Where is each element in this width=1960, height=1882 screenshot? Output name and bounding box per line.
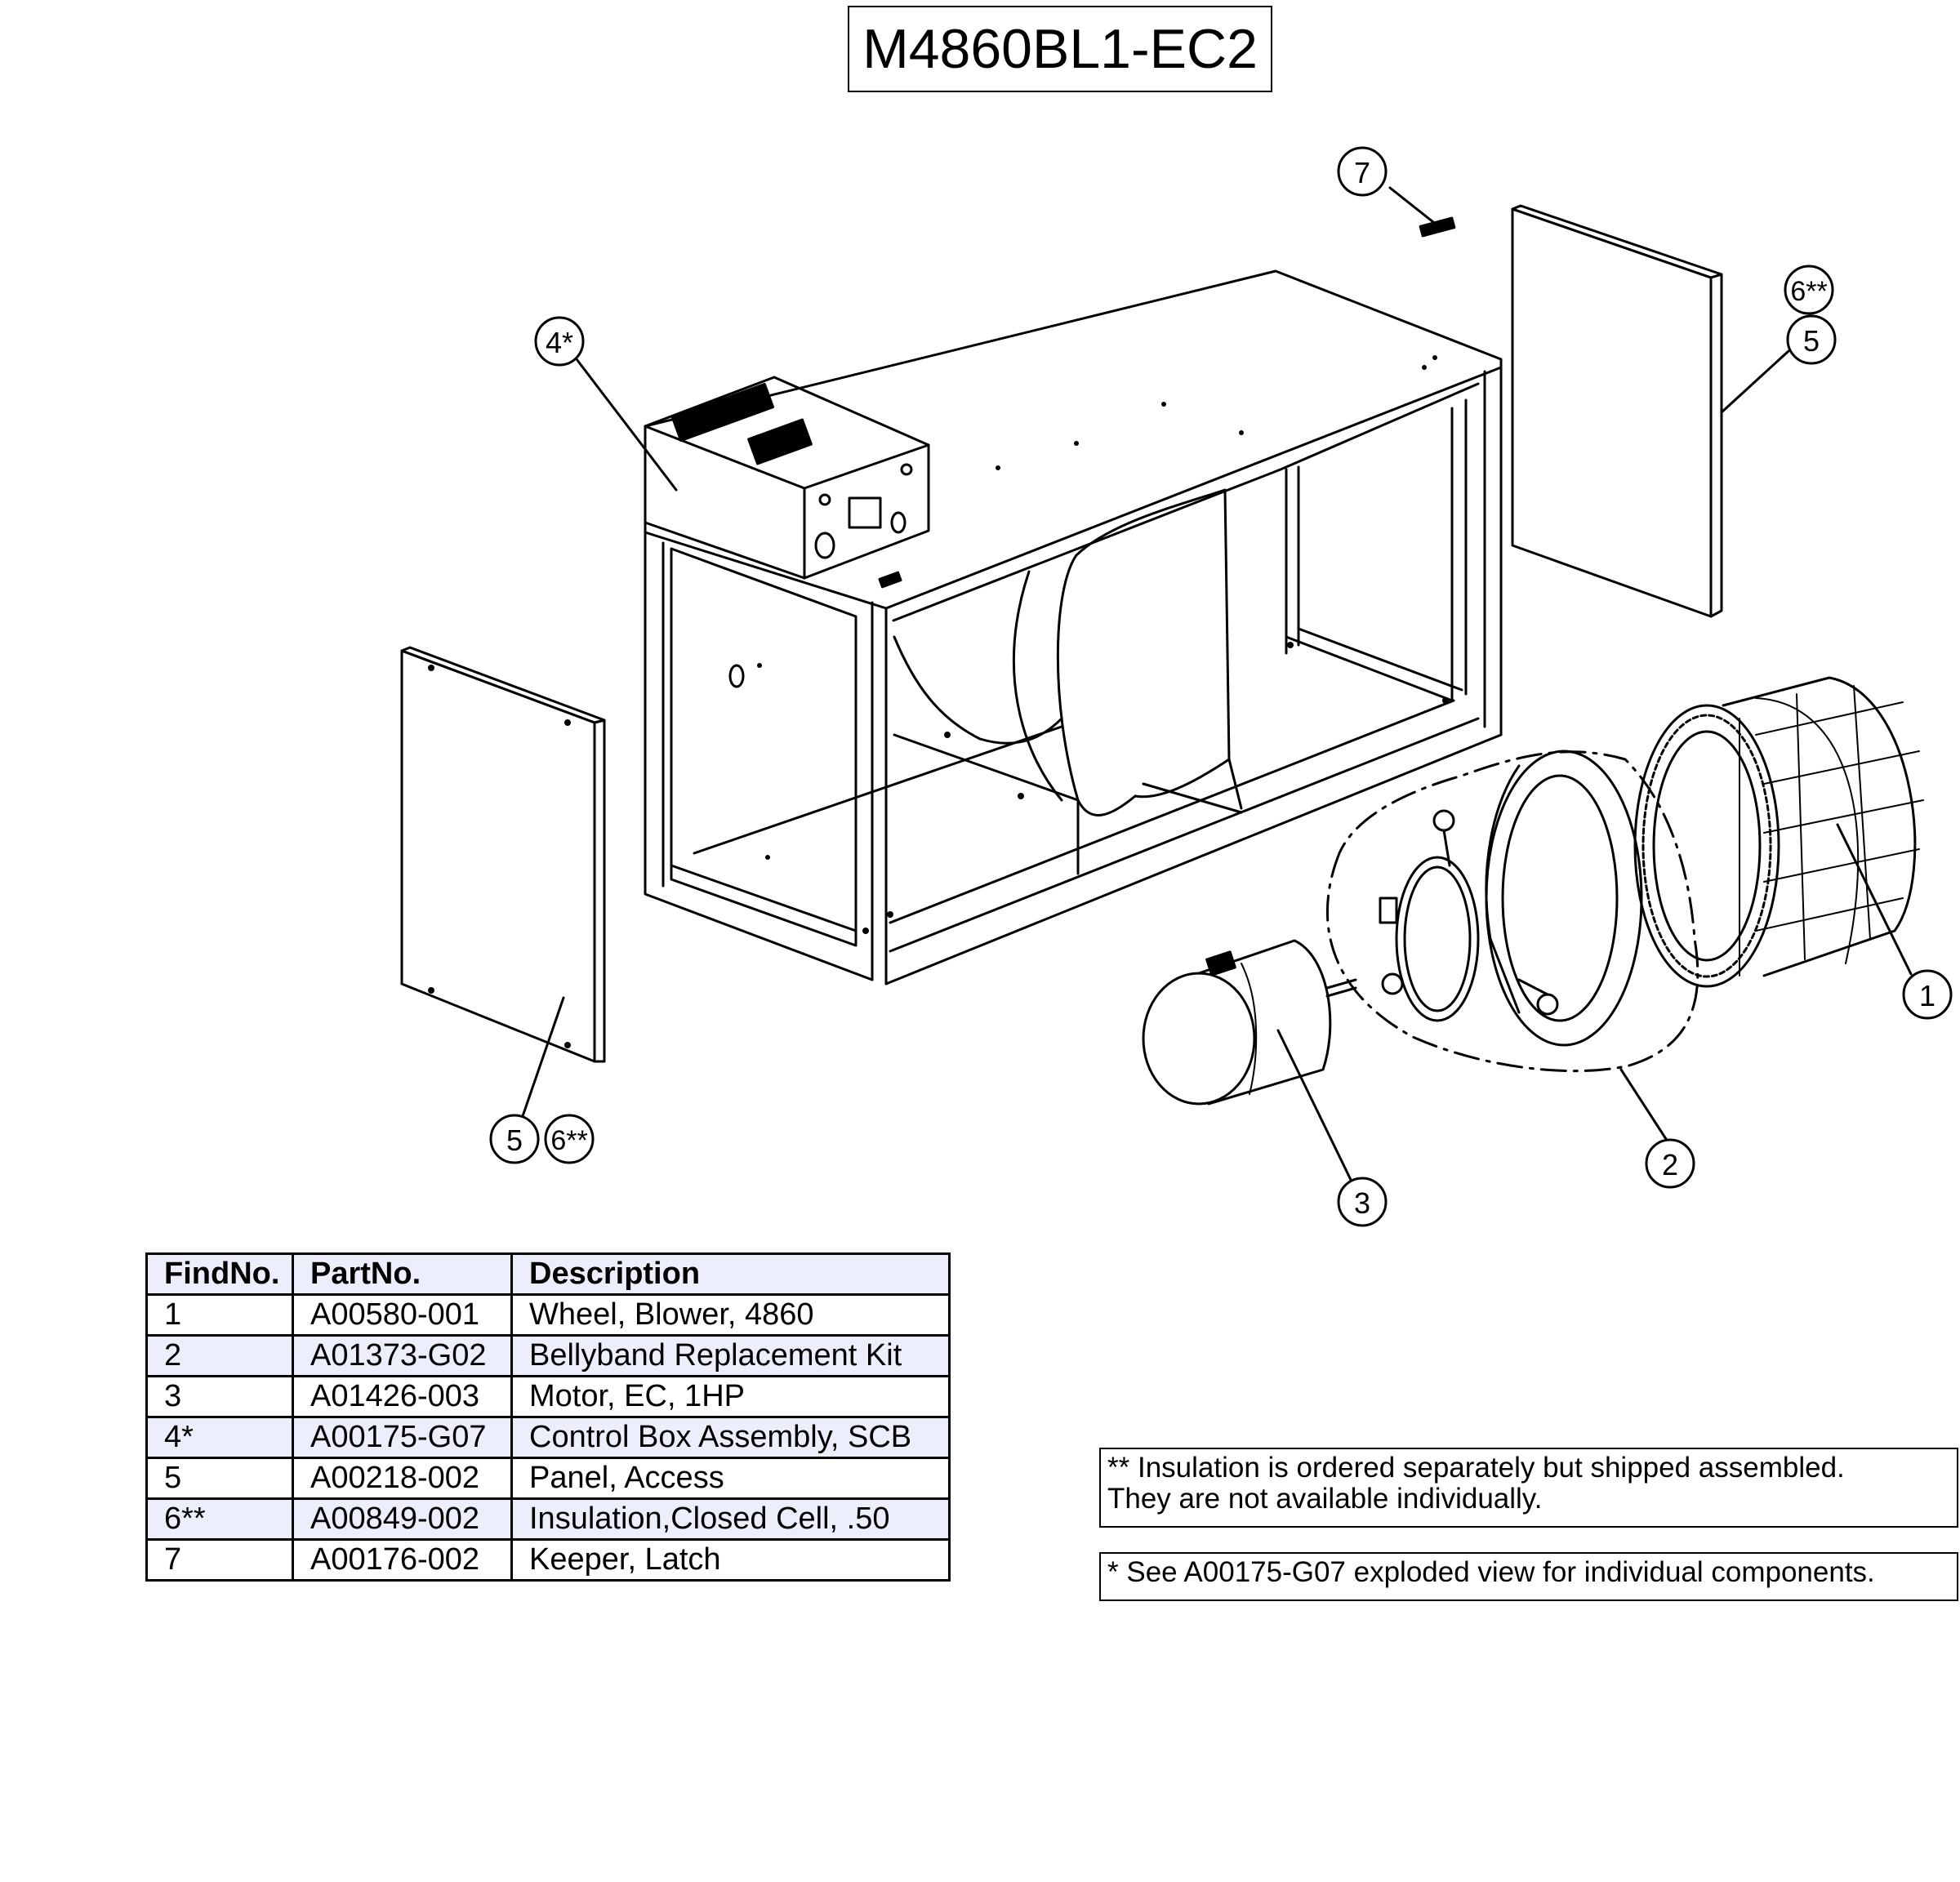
- callout-7: 7: [1337, 146, 1388, 197]
- callout-6-right: 6**: [1784, 265, 1834, 315]
- table-row: 7 A00176-002 Keeper, Latch: [145, 1538, 951, 1582]
- find-no: 1: [145, 1293, 294, 1337]
- find-no: 3: [145, 1375, 294, 1418]
- callout-5-left: 5: [489, 1114, 540, 1164]
- svg-text:6**: 6**: [550, 1125, 587, 1156]
- description: Keeper, Latch: [510, 1538, 951, 1582]
- part-no: A00176-002: [292, 1538, 513, 1582]
- svg-text:1: 1: [1919, 979, 1936, 1012]
- find-no: 7: [145, 1538, 294, 1582]
- description: Motor, EC, 1HP: [510, 1375, 951, 1418]
- access-panel-right: [1511, 204, 1723, 618]
- control-box-note: * See A00175-G07 exploded view for indiv…: [1099, 1552, 1958, 1601]
- latch-keeper: [1419, 216, 1456, 238]
- access-panel-left: [400, 646, 606, 1063]
- insulation-note: ** Insulation is ordered separately but …: [1099, 1448, 1958, 1528]
- table-row: 5 A00218-002 Panel, Access: [145, 1457, 951, 1500]
- ec-motor: [1142, 939, 1357, 1106]
- callout-6-left: 6**: [544, 1114, 595, 1164]
- parts-table-header: FindNo. PartNo. Description: [145, 1252, 951, 1296]
- bellyband-kit: [1326, 750, 1699, 1073]
- drawing-title: M4860BL1-EC2: [848, 6, 1272, 92]
- description: Panel, Access: [510, 1457, 951, 1500]
- cabinet-knockout: [728, 664, 745, 688]
- blower-cabinet: [644, 269, 1503, 985]
- mounting-holes: [757, 355, 1449, 934]
- control-box: [644, 376, 930, 589]
- header-partno: PartNo.: [292, 1252, 513, 1296]
- part-no: A00218-002: [292, 1457, 513, 1500]
- callout-2: 2: [1645, 1138, 1695, 1189]
- find-no: 5: [145, 1457, 294, 1500]
- part-no: A00849-002: [292, 1497, 513, 1541]
- svg-text:2: 2: [1662, 1148, 1678, 1181]
- table-row: 1 A00580-001 Wheel, Blower, 4860: [145, 1293, 951, 1337]
- insulation-note-line1: ** Insulation is ordered separately but …: [1107, 1452, 1845, 1484]
- exploded-view-drawing: 4* 7 6** 5 5 6** 1 2 3: [400, 146, 1953, 1227]
- description: Wheel, Blower, 4860: [510, 1293, 951, 1337]
- blower-wheel: [1633, 676, 1924, 988]
- svg-text:7: 7: [1354, 156, 1370, 189]
- svg-text:5: 5: [506, 1123, 523, 1157]
- svg-text:6**: 6**: [1790, 276, 1827, 307]
- find-no: 6**: [145, 1497, 294, 1541]
- header-description: Description: [510, 1252, 951, 1296]
- svg-text:5: 5: [1803, 324, 1820, 358]
- find-no: 4*: [145, 1416, 294, 1459]
- part-no: A00580-001: [292, 1293, 513, 1337]
- svg-text:3: 3: [1354, 1186, 1370, 1220]
- callout-5-right: 5: [1786, 314, 1837, 365]
- callout-1: 1: [1902, 969, 1953, 1020]
- parts-table: FindNo. PartNo. Description 1 A00580-001…: [145, 1252, 951, 1582]
- part-no: A01373-G02: [292, 1334, 513, 1377]
- table-row: 3 A01426-003 Motor, EC, 1HP: [145, 1375, 951, 1418]
- svg-text:4*: 4*: [546, 326, 573, 359]
- find-no: 2: [145, 1334, 294, 1377]
- callout-3: 3: [1337, 1177, 1388, 1227]
- description: Bellyband Replacement Kit: [510, 1334, 951, 1377]
- blower-housing: [893, 488, 1243, 875]
- table-row: 4* A00175-G07 Control Box Assembly, SCB: [145, 1416, 951, 1459]
- header-findno: FindNo.: [145, 1252, 294, 1296]
- callout-4: 4*: [534, 316, 585, 367]
- description: Insulation,Closed Cell, .50: [510, 1497, 951, 1541]
- part-no: A01426-003: [292, 1375, 513, 1418]
- table-row: 2 A01373-G02 Bellyband Replacement Kit: [145, 1334, 951, 1377]
- leader-lines: [521, 186, 1913, 1183]
- part-no: A00175-G07: [292, 1416, 513, 1459]
- insulation-note-line2: They are not available individually.: [1107, 1483, 1543, 1515]
- description: Control Box Assembly, SCB: [510, 1416, 951, 1459]
- control-box-note-text: * See A00175-G07 exploded view for indiv…: [1107, 1556, 1875, 1588]
- table-row: 6** A00849-002 Insulation,Closed Cell, .…: [145, 1497, 951, 1541]
